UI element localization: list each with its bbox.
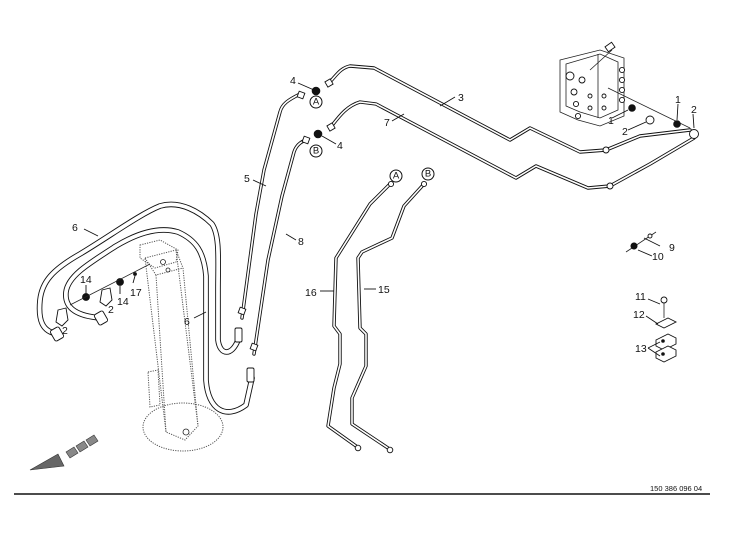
nut-4-b bbox=[313, 129, 323, 139]
callout-6: 6 bbox=[72, 222, 78, 234]
line-7 bbox=[326, 100, 696, 190]
callout-2: 2 bbox=[691, 104, 697, 116]
callout-11: 11 bbox=[635, 291, 646, 303]
callout-2: 2 bbox=[62, 325, 68, 337]
parts-9-10 bbox=[625, 231, 657, 253]
svg-text:B: B bbox=[425, 169, 431, 180]
line-3 bbox=[324, 64, 692, 154]
callout-13: 13 bbox=[635, 343, 647, 355]
callout-1: 1 bbox=[608, 115, 614, 127]
connection-marker-a: A bbox=[309, 95, 323, 109]
callout-14: 14 bbox=[117, 296, 129, 308]
callout-2: 2 bbox=[108, 304, 114, 316]
callout-16: 16 bbox=[305, 287, 317, 299]
callout-4: 4 bbox=[337, 140, 343, 152]
callout-5: 5 bbox=[244, 173, 250, 185]
callout-8: 8 bbox=[298, 236, 304, 248]
callout-2: 2 bbox=[622, 126, 628, 138]
callout-1: 1 bbox=[675, 94, 681, 106]
support-column bbox=[139, 239, 224, 452]
hose-6 bbox=[36, 201, 255, 415]
line-15 bbox=[350, 180, 428, 454]
callout-labels: 1 1 2 2 2 2 3 4 4 5 6 6 7 8 9 10 11 12 1… bbox=[62, 75, 697, 355]
callout-15: 15 bbox=[378, 284, 390, 296]
line-5 bbox=[237, 90, 306, 320]
callout-leaders bbox=[83, 82, 695, 357]
callout-12: 12 bbox=[633, 309, 645, 321]
document-number: 150 386 096 04 bbox=[650, 484, 702, 493]
left-fittings bbox=[55, 263, 151, 327]
nut-4-a bbox=[311, 86, 321, 96]
connection-marker-a-lower: A bbox=[389, 169, 403, 183]
svg-text:B: B bbox=[313, 146, 319, 157]
callout-7: 7 bbox=[384, 117, 390, 129]
callout-9: 9 bbox=[669, 242, 675, 254]
line-8 bbox=[249, 135, 311, 356]
callout-3: 3 bbox=[458, 92, 464, 104]
svg-text:A: A bbox=[313, 97, 320, 108]
callout-17: 17 bbox=[130, 287, 142, 299]
callout-10: 10 bbox=[652, 251, 664, 263]
callout-14: 14 bbox=[80, 274, 92, 286]
direction-of-travel-arrow bbox=[29, 434, 99, 471]
line-16 bbox=[326, 180, 395, 452]
callout-6: 6 bbox=[184, 316, 190, 328]
callout-4: 4 bbox=[290, 75, 296, 87]
connection-marker-b: B bbox=[309, 144, 323, 158]
control-valve-block bbox=[559, 41, 699, 139]
connection-marker-b-lower: B bbox=[421, 167, 435, 181]
svg-text:A: A bbox=[393, 171, 400, 182]
clamp-stack bbox=[654, 296, 678, 363]
